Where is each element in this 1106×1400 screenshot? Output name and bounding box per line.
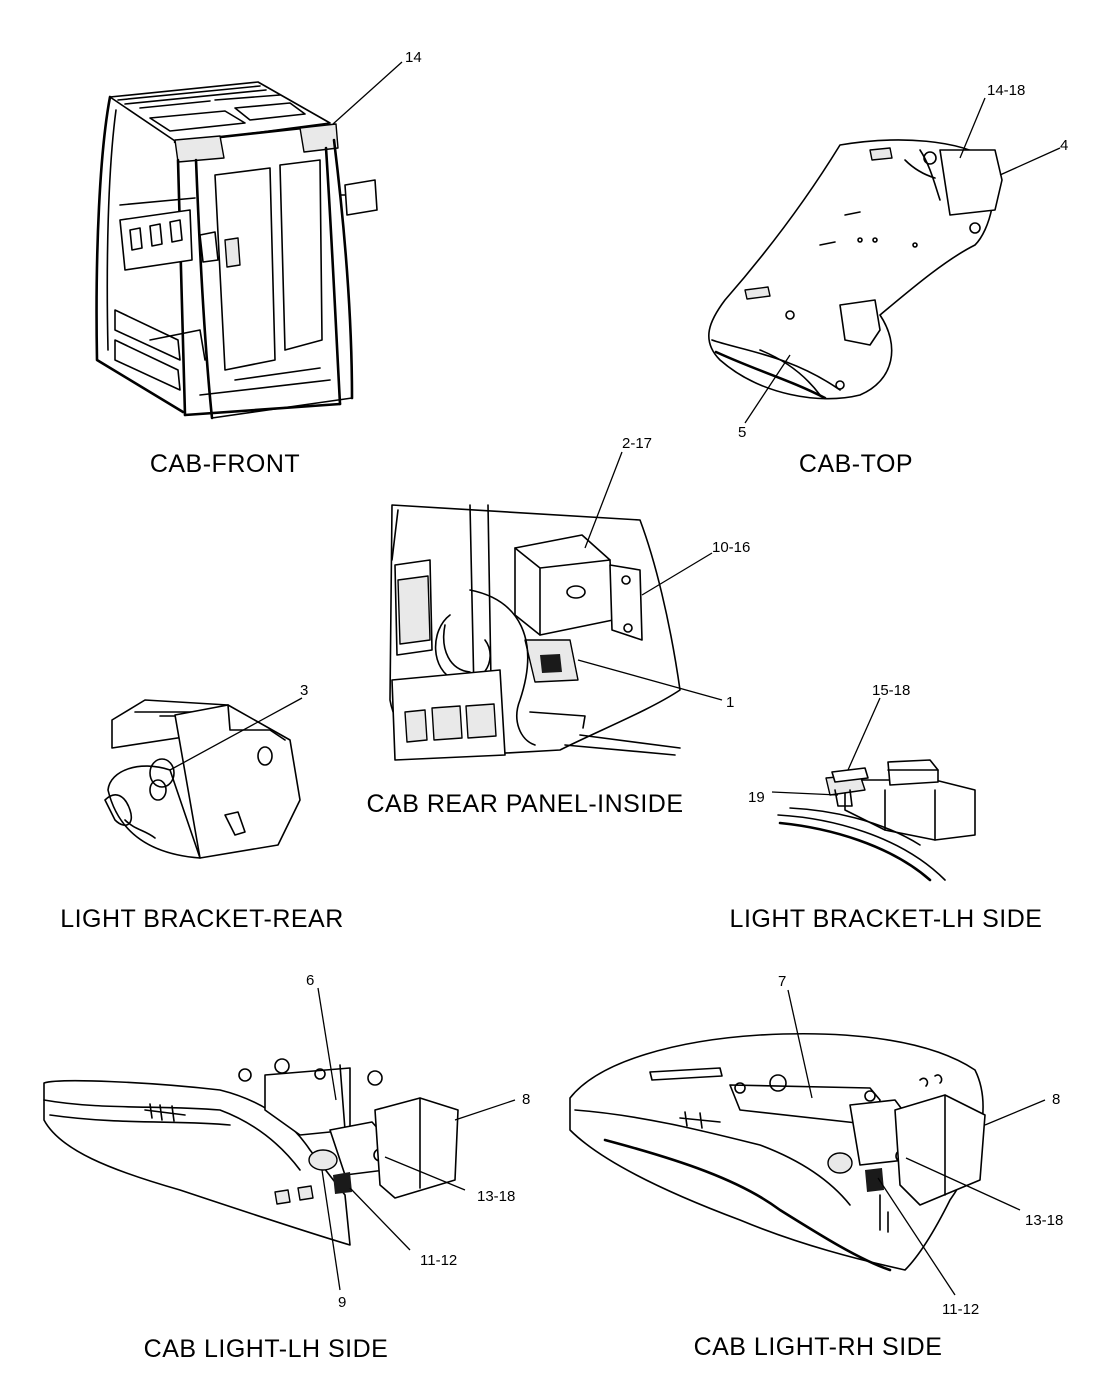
- callout-rh-11-12: 11-12: [942, 1301, 979, 1318]
- caption-light-bracket-rear: LIGHT BRACKET-REAR: [60, 905, 344, 933]
- callout-rear-10-16: 10-16: [712, 539, 750, 556]
- callout-bracket-rear-3: 3: [300, 682, 308, 699]
- light-bracket-rear-view: 3 LIGHT BRACKET-REAR: [60, 682, 344, 933]
- light-bracket-lh-side-view: 15-18 19 LIGHT BRACKET-LH SIDE: [730, 682, 1043, 933]
- cab-rear-panel-inside-view: 2-17 10-16 1 CAB REAR PANEL-INSIDE: [366, 435, 750, 818]
- callout-lh-11-12: 11-12: [420, 1252, 457, 1269]
- caption-cab-rear-panel-inside: CAB REAR PANEL-INSIDE: [366, 790, 683, 818]
- callout-rear-2-17: 2-17: [622, 435, 652, 452]
- cab-top-view: 14-18 4 5 CAB-TOP: [708, 82, 1068, 478]
- callout-rh-7: 7: [778, 973, 786, 990]
- caption-light-bracket-lh-side: LIGHT BRACKET-LH SIDE: [730, 905, 1043, 933]
- cab-light-rh-side-view: 7 8 13-18 11-12 CAB LIGHT-RH SIDE: [569, 973, 1063, 1361]
- callout-rear-1: 1: [726, 694, 734, 711]
- callout-top-4: 4: [1060, 137, 1068, 154]
- callout-lh-13-18: 13-18: [477, 1188, 515, 1205]
- callout-top-5: 5: [738, 424, 746, 441]
- caption-cab-light-rh-side: CAB LIGHT-RH SIDE: [694, 1333, 943, 1361]
- callout-bracket-lh-15-18: 15-18: [872, 682, 910, 699]
- callout-lh-9: 9: [338, 1294, 346, 1311]
- callout-rh-13-18: 13-18: [1025, 1212, 1063, 1229]
- callout-front-14: 14: [405, 49, 422, 66]
- caption-cab-top: CAB-TOP: [799, 450, 913, 478]
- callout-top-14-18: 14-18: [987, 82, 1025, 99]
- callout-bracket-lh-19: 19: [748, 789, 765, 806]
- callout-lh-8: 8: [522, 1091, 530, 1108]
- caption-cab-front: CAB-FRONT: [150, 450, 300, 478]
- cab-light-lh-side-view: 6 8 13-18 11-12 9 CAB LIGHT-LH SIDE: [43, 972, 530, 1363]
- callout-lh-6: 6: [306, 972, 314, 989]
- cab-front-view: 14 CAB-FRONT: [95, 49, 422, 478]
- callout-rh-8: 8: [1052, 1091, 1060, 1108]
- caption-cab-light-lh-side: CAB LIGHT-LH SIDE: [144, 1335, 389, 1363]
